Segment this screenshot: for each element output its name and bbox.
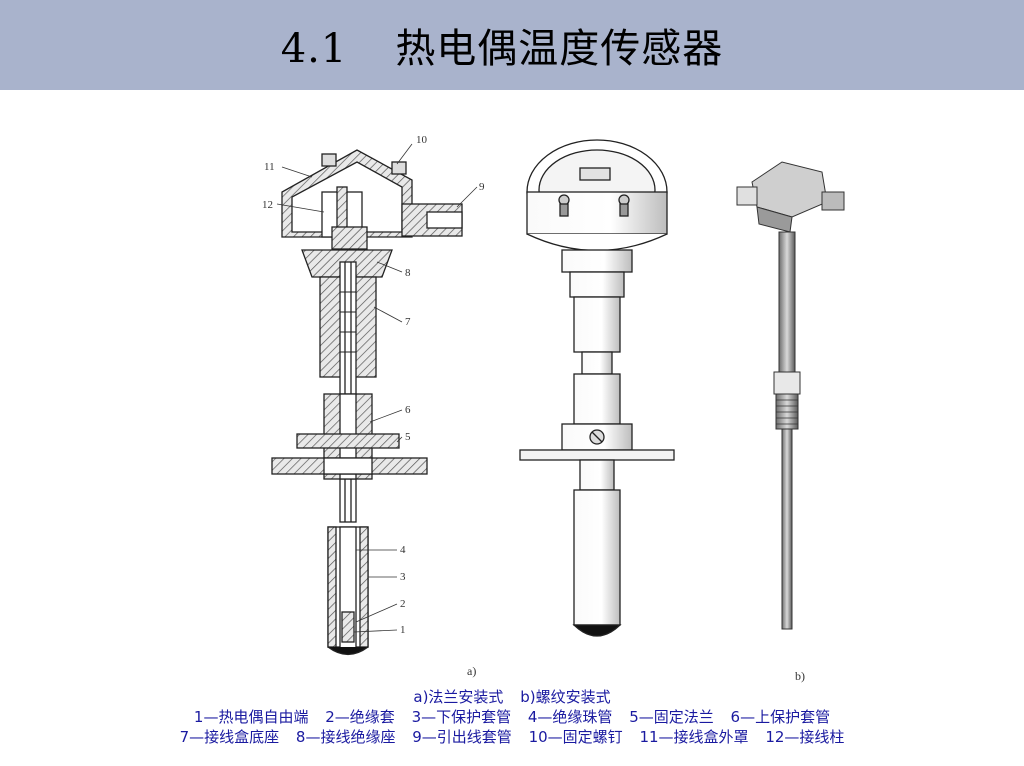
callout-4: 4	[400, 544, 406, 556]
caption-part-4: 4—绝缘珠管	[527, 708, 613, 726]
thermocouple-figure: 10 11 12 9 8 7 6 5 4 3 2 1	[262, 132, 852, 687]
drawing-a-leaders	[276, 143, 478, 633]
drawing-threaded-exterior	[736, 161, 845, 630]
caption-part-9: 9—引出线套管	[412, 728, 512, 746]
caption-part-11: 11—接线盒外罩	[639, 728, 749, 746]
caption-part-10: 10—固定螺钉	[528, 728, 623, 746]
callout-1: 1	[400, 624, 406, 636]
callout-6: 6	[405, 404, 411, 416]
caption-part-6: 6—上保护套管	[730, 708, 831, 726]
callout-labels: 10 11 12 9 8 7 6 5 4 3 2 1	[262, 134, 485, 636]
sublabel-b: b)	[795, 669, 805, 683]
thermocouple-drawing: 10 11 12 9 8 7 6 5 4 3 2 1	[262, 134, 845, 683]
caption-line-1: a)法兰安装式 b)螺纹安装式	[0, 687, 1024, 707]
caption-part-7: 7—接线盒底座	[179, 728, 280, 746]
title-label: 热电偶温度传感器	[395, 26, 724, 72]
title-number: 4.1	[280, 26, 348, 72]
caption-part-3: 3—下保护套管	[411, 708, 512, 726]
callout-3: 3	[400, 571, 406, 583]
caption-line-3: 7—接线盒底座 8—接线绝缘座 9—引出线套管 10—固定螺钉 11—接线盒外罩…	[0, 727, 1024, 747]
caption-flange-type: a)法兰安装式	[413, 688, 504, 706]
callout-9: 9	[479, 181, 485, 193]
callout-7: 7	[405, 316, 411, 328]
callout-10: 10	[416, 134, 428, 146]
title-bar: 4.1 热电偶温度传感器	[0, 0, 1024, 90]
callout-8: 8	[405, 267, 411, 279]
callout-5: 5	[405, 431, 411, 443]
slide-title: 4.1 热电偶温度传感器	[281, 16, 724, 74]
sublabel-a: a)	[467, 664, 476, 678]
callout-2: 2	[400, 598, 406, 610]
drawing-a-section	[271, 149, 463, 656]
caption-part-2: 2—绝缘套	[325, 708, 395, 726]
caption-thread-type: b)螺纹安装式	[520, 688, 611, 706]
caption-part-12: 12—接线柱	[765, 728, 845, 746]
caption-part-8: 8—接线绝缘座	[295, 728, 396, 746]
caption-part-1: 1—热电偶自由端	[193, 708, 309, 726]
callout-12: 12	[262, 199, 273, 211]
drawing-flange-exterior	[519, 139, 675, 637]
caption-part-5: 5—固定法兰	[629, 708, 714, 726]
caption-line-2: 1—热电偶自由端 2—绝缘套 3—下保护套管 4—绝缘珠管 5—固定法兰 6—上…	[0, 707, 1024, 727]
callout-11: 11	[264, 161, 275, 173]
